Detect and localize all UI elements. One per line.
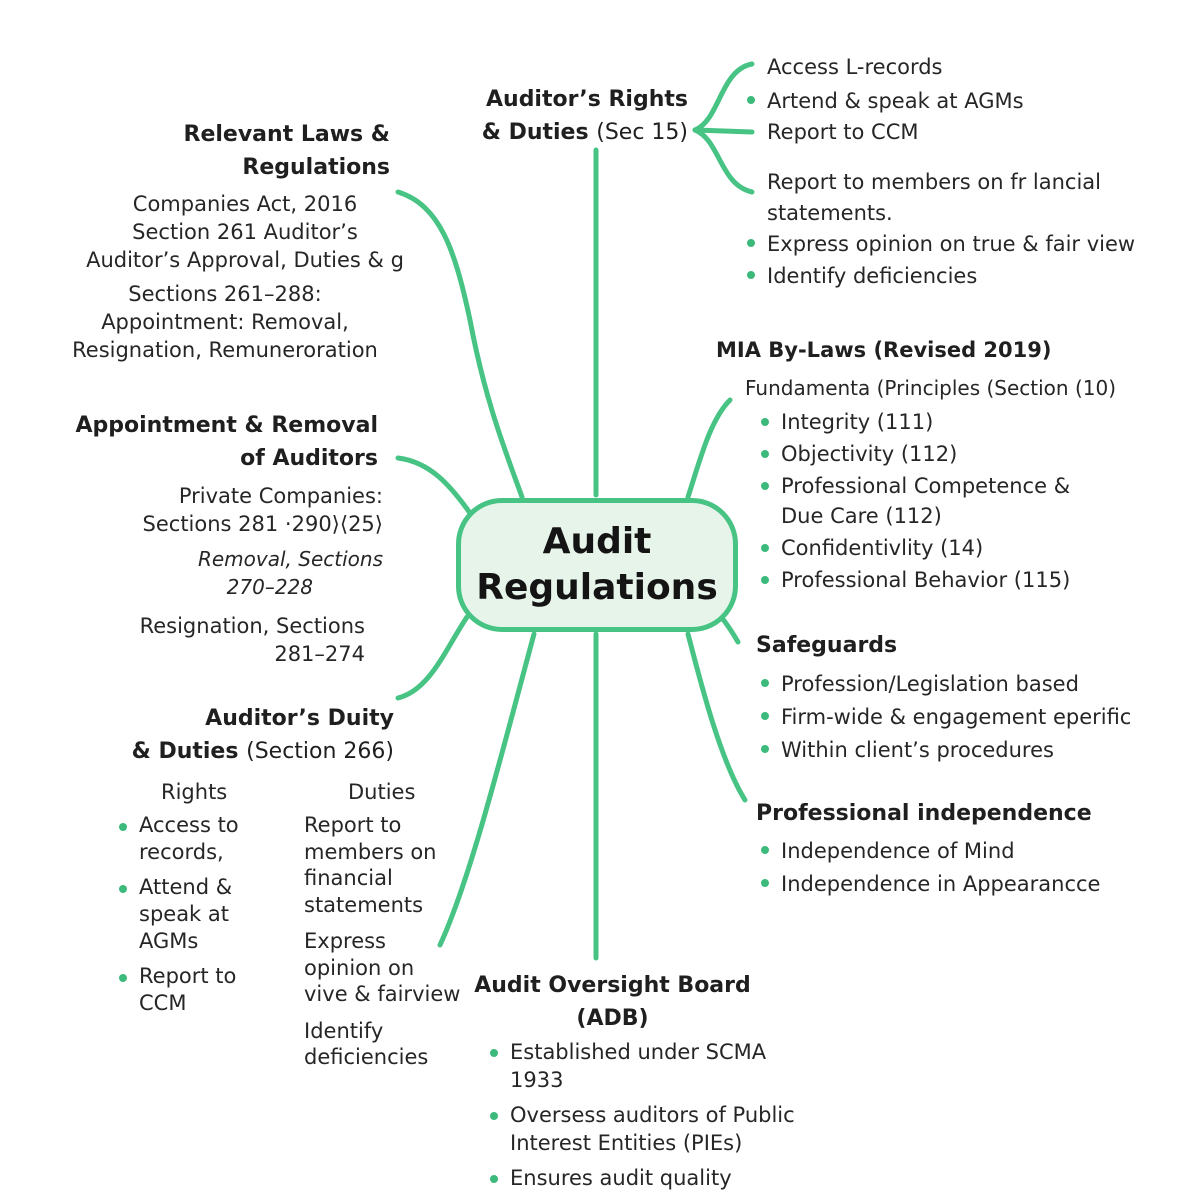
duty266-rights-item-1: Access to records, [117,812,262,866]
duty266-rights-item-3: Report to CCM [117,963,262,1017]
duty266-rights-item-2: Attend & speak at AGMs [117,874,262,955]
connector-bracket-mid [692,127,755,135]
appointment-title: Appointment & Removal of Auditors [75,413,378,471]
connector-duty266 [395,614,470,701]
laws-line-6: Resignation, Remuneroration [72,338,378,362]
appointment-resignation: Resignation, Sections 281–274 [139,614,365,666]
duty266-duties-item-2: Express opinion on vive & fairview [304,929,461,1006]
rights-sec15-bullet-list: Express opinion on true & fair view Iden… [745,228,1135,292]
rights-sec15-bullet-2: Identify deficiencies [745,260,1135,292]
aob-item-1: Established under SCMA 1933 [488,1038,818,1094]
central-title-line2: Regulations [476,567,718,608]
connector-mia [685,397,733,500]
mia-item-2: Objectivity (112) [759,439,1089,469]
rights-sec15-item-1: Access L-records [767,55,943,79]
independence-title: Professional independence [756,801,1092,826]
duty266-duties-header: Duties [348,780,416,804]
mia-title: MIA By-Laws (Revised 2019) [716,338,1052,362]
connector-safeguards [719,615,741,645]
mia-item-3: Professional Competence & Due Care (112) [759,471,1089,531]
independence-list: Independence of Mind Independence in App… [759,835,1179,901]
connector-duty-table [437,631,537,948]
appointment-private: Private Companies: Sections 281 ·290⟩⟨25… [142,484,383,536]
laws-lines-2: Sections 261–288: Appointment: Removal, … [40,280,410,364]
aob-item-2: Oversess auditors of Public Interest Ent… [488,1101,818,1157]
independence-item-1: Independence of Mind [759,835,1179,868]
safeguards-item-3: Within client’s procedures [759,734,1179,767]
duty266-duties-item-3: Identify deficiencies [304,1018,429,1070]
connector-bracket-top [692,61,755,133]
safeguards-item-1: Profession/Legislation based [759,668,1179,701]
safeguards-list: Profession/Legislation based Firm-wide &… [759,668,1179,767]
rights-sec15-title: Auditor’s Rights & Duties (Sec 15) [481,87,688,145]
connector-bracket-bottom [692,127,755,195]
rights-sec15-item-3: Report to CCM [767,120,919,144]
connector-laws [395,189,525,500]
laws-title: Relevant Laws & Regulations [183,122,390,180]
safeguards-item-2: Firm-wide & engagement eperific [759,701,1179,734]
aob-list: Established under SCMA 1933 Oversess aud… [488,1038,818,1192]
duty266-duties-list: Report to members on financial statement… [304,812,464,1071]
laws-line-4: Sections 261–288: [128,282,322,306]
central-node-audit-regulations: Audit Regulations [456,498,738,632]
central-title-line1: Audit [542,521,652,562]
safeguards-title: Safeguards [756,633,898,658]
mia-subtitle: Fundamenta (Principles (Section (10) [745,376,1117,400]
aob-item-3: Ensures audit quality [488,1164,818,1192]
independence-item-2: Independence in Appearancce [759,868,1179,901]
rights-sec15-item-2: Artend & speak at AGMs [745,85,1024,117]
mia-item-4: Confidentivlity (14) [759,533,1089,563]
rights-sec15-bullet-list-top: Artend & speak at AGMs [745,85,1024,117]
duty266-duties-item-1: Report to members on financial statement… [304,813,437,917]
connector-independence [685,631,748,803]
laws-line-1: Companies Act, 2016 [132,192,358,216]
aob-title: Audit Oversight Board (ADB) [474,973,751,1031]
mia-list: Integrity (111) Objectivity (112) Profes… [759,407,1089,595]
appointment-removal: Removal, Sections 270–228 [197,547,383,599]
rights-sec15-bullet-1: Express opinion on true & fair view [745,228,1135,260]
connector-appointment [395,455,473,516]
mia-item-5: Professional Behavior (115) [759,565,1089,595]
laws-line-3: Auditor’s Approval, Duties & g [86,248,404,272]
laws-line-2: Section 261 Auditor’s [132,220,358,244]
duty266-title: Auditor’s Duity & Duties (Section 266) [131,706,394,764]
duty266-rights-list: Access to records, Attend & speak at AGM… [117,812,262,1017]
laws-lines: Companies Act, 2016 Section 261 Auditor’… [60,190,430,274]
duty266-rights-header: Rights [161,780,228,804]
rights-sec15-item-4: Report to members on fr lancial statemen… [767,170,1102,225]
mia-item-1: Integrity (111) [759,407,1089,437]
laws-line-5: Appointment: Removal, [101,310,349,334]
